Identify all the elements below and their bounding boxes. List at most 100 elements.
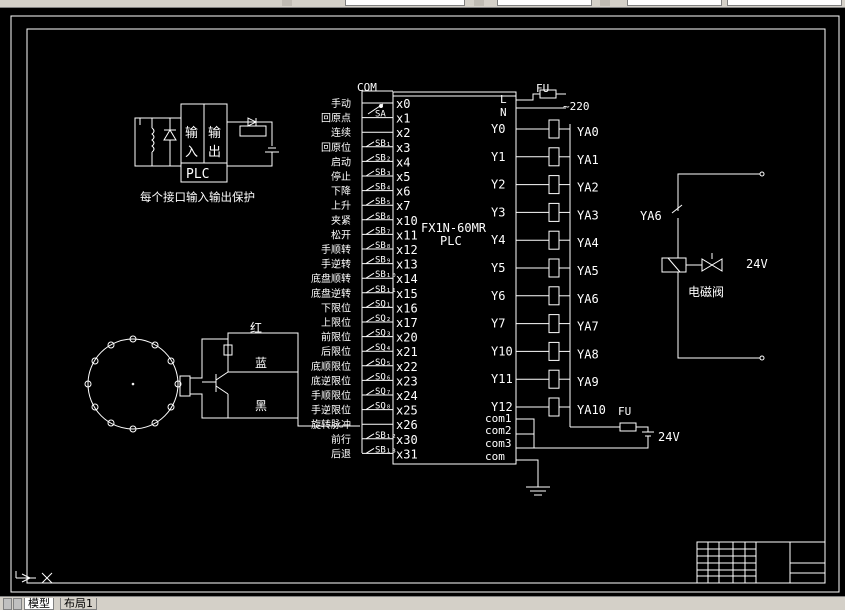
input-terminal: x6 <box>396 185 410 199</box>
input-row <box>362 141 393 148</box>
input-label: 底顺限位 <box>311 360 351 373</box>
input-terminal: x3 <box>396 141 410 155</box>
sensor-blue-label: 蓝 <box>255 356 267 370</box>
output-supply-voltage: 24V <box>658 430 680 444</box>
contact-symbol <box>365 433 375 440</box>
coil-symbol <box>548 314 560 334</box>
contact-label: SB₁₂ <box>375 431 397 441</box>
valve-label: 电磁阀 <box>688 284 724 299</box>
output-row <box>516 286 570 306</box>
contact-label: SB₇ <box>375 226 391 236</box>
linetype-dropdown[interactable] <box>627 0 722 6</box>
input-label: 停止 <box>331 170 351 183</box>
contact-symbol <box>365 316 375 323</box>
tab-nav-next[interactable] <box>13 598 22 610</box>
com-label: com <box>485 450 505 463</box>
output-row <box>516 202 570 222</box>
input-terminal: x20 <box>396 331 418 345</box>
input-row <box>362 345 393 352</box>
tab-layout1[interactable]: 布局1 <box>60 598 97 610</box>
input-terminal: x17 <box>396 316 418 330</box>
drawing-canvas[interactable]: COM FX1N-60MR PLC FU L N ~220 FU 24V 输 入… <box>0 8 845 595</box>
input-terminal: x0 <box>396 97 410 111</box>
coil-label: YA9 <box>577 375 599 389</box>
input-label: 后退 <box>331 448 351 460</box>
contact-label: SB₅ <box>375 197 391 207</box>
coil-symbol <box>548 119 560 139</box>
output-terminal: Y0 <box>491 122 505 136</box>
protection-input-label-2: 入 <box>185 145 198 160</box>
input-label: 连续 <box>331 126 351 139</box>
input-label: 前限位 <box>321 331 351 344</box>
tab-model[interactable]: 模型 <box>24 598 54 610</box>
input-row <box>362 243 393 250</box>
input-row <box>362 433 393 440</box>
input-terminal: x13 <box>396 258 418 272</box>
input-terminal: x24 <box>396 389 418 403</box>
input-label: 手逆转 <box>321 258 351 271</box>
coil-symbol <box>548 175 560 195</box>
output-terminal: Y7 <box>491 317 505 331</box>
contact-label: SQ₂ <box>375 314 391 324</box>
contact-label: SQ₅ <box>375 358 391 368</box>
layer-dropdown[interactable] <box>345 0 465 6</box>
contact-symbol <box>365 374 375 381</box>
toolbar-button[interactable] <box>282 0 292 6</box>
contact-label: SQ₆ <box>375 372 391 382</box>
coil-symbol <box>548 369 560 389</box>
protection-caption: 每个接口输入输出保护 <box>140 190 255 204</box>
plc-model: FX1N-60MR <box>421 221 487 235</box>
toolbar-button[interactable] <box>474 0 484 6</box>
contact-symbol <box>365 345 375 352</box>
input-label: 上升 <box>331 200 351 212</box>
com-label: com3 <box>485 437 512 450</box>
output-terminal: Y10 <box>491 344 513 358</box>
input-terminal: x30 <box>396 433 418 447</box>
sensor-red-label: 红 <box>250 320 262 335</box>
output-row <box>516 397 570 417</box>
coil-symbol <box>548 286 560 306</box>
title-block <box>696 541 826 584</box>
contact-label: SB₂ <box>375 153 391 163</box>
contact-label: SB₉ <box>375 256 391 266</box>
protection-input-label-1: 输 <box>185 125 198 141</box>
toolbar <box>0 0 845 8</box>
layout-tabs: 模型 布局1 <box>0 596 845 610</box>
input-terminal: x2 <box>396 126 410 140</box>
plc-supply-voltage: ~220 <box>563 100 590 113</box>
contact-label: SQ₈ <box>375 402 391 412</box>
input-row <box>362 185 393 192</box>
output-terminal: Y1 <box>491 150 505 164</box>
input-label: 底盘顺转 <box>311 272 351 285</box>
input-row <box>362 214 393 221</box>
input-terminal: x12 <box>396 243 418 257</box>
input-terminal: x15 <box>396 287 418 301</box>
toolbar-button[interactable] <box>600 0 610 6</box>
plc-supply-n: N <box>500 106 507 119</box>
output-terminal: Y5 <box>491 261 505 275</box>
lineweight-dropdown[interactable] <box>727 0 842 6</box>
input-label: 上限位 <box>321 316 351 329</box>
plc-supply-l: L <box>500 93 507 106</box>
input-row <box>362 447 393 454</box>
plc-name: PLC <box>440 234 462 248</box>
contact-symbol <box>365 360 375 367</box>
protection-plc-label: PLC <box>186 167 209 182</box>
proximity-sensor <box>179 332 360 427</box>
output-row <box>516 230 570 250</box>
input-label: 底盘逆转 <box>311 287 351 300</box>
output-terminal: Y11 <box>491 372 513 386</box>
output-row <box>516 147 570 167</box>
output-row <box>516 119 570 139</box>
input-terminal: x1 <box>396 112 410 126</box>
contact-label: SQ₄ <box>375 343 391 353</box>
contact-symbol <box>365 141 375 148</box>
input-label: 松开 <box>331 228 351 241</box>
tab-nav-prev[interactable] <box>3 598 12 610</box>
output-row <box>516 258 570 278</box>
coil-symbol <box>548 341 560 361</box>
style-dropdown[interactable] <box>497 0 592 6</box>
com-label: com2 <box>485 424 512 437</box>
ucs-icon <box>15 571 53 584</box>
input-terminal: x26 <box>396 418 418 432</box>
